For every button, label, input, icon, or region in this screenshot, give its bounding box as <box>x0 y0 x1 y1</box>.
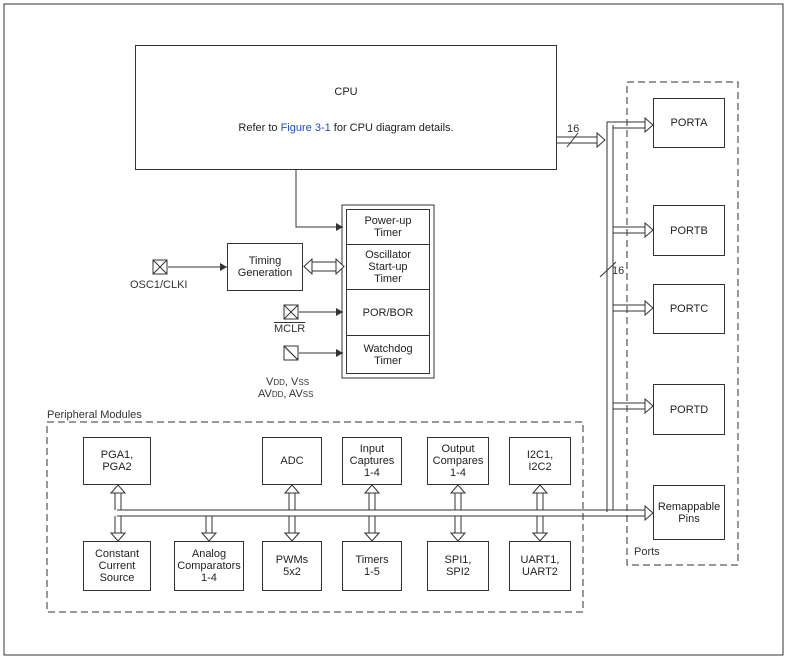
pwms-block: PWMs 5x2 <box>262 541 322 591</box>
pga-block: PGA1, PGA2 <box>83 437 151 485</box>
peripheral-group-label: Peripheral Modules <box>47 409 142 421</box>
cpu-reference: Refer to Figure 3-1 for CPU diagram deta… <box>238 110 453 134</box>
cpu-bus-width: 16 <box>567 123 580 135</box>
por-bor-block: POR/BOR <box>346 289 430 336</box>
timers-block: Timers 1-5 <box>342 541 402 591</box>
timing-generation-block: Timing Generation <box>227 243 303 291</box>
porta-block: PORTA <box>653 98 725 148</box>
cpu-to-timers-wire <box>295 170 343 228</box>
ports-group-border <box>626 81 739 566</box>
cpu-refer-prefix: Refer to <box>238 122 281 134</box>
constant-current-source-block: Constant Current Source <box>83 541 151 591</box>
cpu-title: CPU <box>334 86 358 98</box>
timers-stack-outer <box>341 204 435 379</box>
outer-frame <box>3 3 784 656</box>
figure-link[interactable]: Figure 3-1 <box>280 122 331 134</box>
oscillator-startup-timer-block: Oscillator Start-up Timer <box>346 244 430 290</box>
portb-block: PORTB <box>653 205 725 256</box>
i2c-block: I2C1, I2C2 <box>509 437 571 485</box>
osc-label: OSC1/CLKI <box>130 279 188 291</box>
adc-block: ADC <box>262 437 322 485</box>
cpu-block: CPU Refer to Figure 3-1 for CPU diagram … <box>135 45 557 170</box>
peripheral-bus <box>117 504 654 522</box>
uart-block: UART1, UART2 <box>509 541 571 591</box>
osc-pin-icon <box>152 259 168 275</box>
timing-timers-bus <box>303 257 345 276</box>
watchdog-timer-block: Watchdog Timer <box>346 335 430 374</box>
ports-group-label: Ports <box>634 546 660 558</box>
spi-block: SPI1, SPI2 <box>427 541 489 591</box>
peripheral-top-connectors <box>109 484 549 510</box>
power-pin-icon <box>283 345 299 361</box>
remappable-pins-block: Remappable Pins <box>653 485 725 540</box>
cpu-to-timers-arrowhead <box>336 223 343 231</box>
output-compares-block: Output Compares 1-4 <box>427 437 489 485</box>
mclr-pin-icon <box>283 304 299 320</box>
portd-block: PORTD <box>653 384 725 435</box>
power-up-timer-block: Power-up Timer <box>346 209 430 245</box>
cpu-refer-suffix: for CPU diagram details. <box>330 122 454 134</box>
port-bus-width: 16 <box>612 265 625 277</box>
cpu-port-bus <box>557 125 617 510</box>
analog-comparators-block: Analog Comparators 1-4 <box>174 541 244 591</box>
power-label-vdd-vss: VDD, VSS <box>266 376 310 388</box>
mclr-label: MCLR <box>274 323 306 335</box>
peripheral-bottom-connectors <box>109 516 549 542</box>
portc-block: PORTC <box>653 284 725 334</box>
input-captures-block: Input Captures 1-4 <box>342 437 402 485</box>
peripheral-group-border <box>46 421 584 613</box>
port-branch-arrows <box>606 116 654 512</box>
power-label-avdd-avss: AVDD, AVSS <box>258 388 314 400</box>
